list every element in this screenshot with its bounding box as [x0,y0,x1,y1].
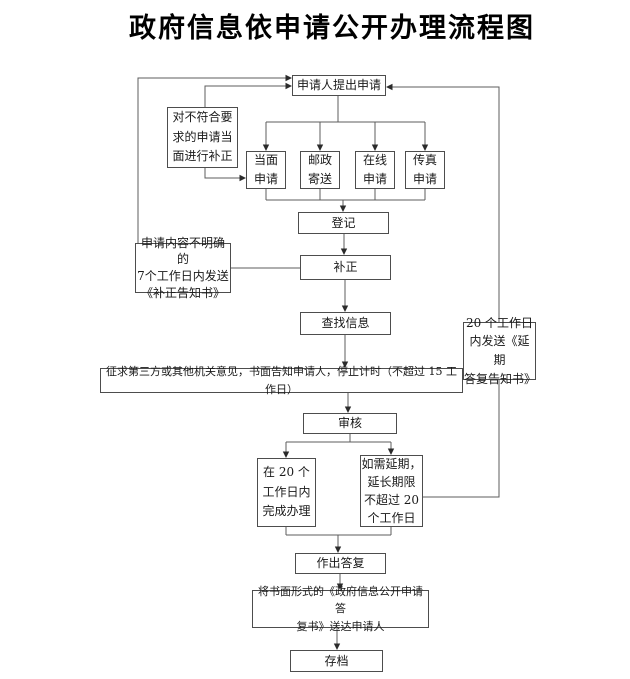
node-complete-within-20-days: 在 20 个 工作日内 完成办理 [257,458,316,527]
connector-correctonsite-feedback [204,85,286,107]
node-third-party-consultation: 征求第三方或其他机关意见，书面告知申请人，停止计时（不超过 15 工作日） [100,365,463,396]
connector-supplementnotice-feedback [137,77,289,243]
node-apply: 申请人提出申请 [292,75,386,96]
connector-arrowheads [239,74,429,650]
node-review: 审核 [303,413,397,434]
node-correct-onsite: 对不符合要 求的申请当 面进行补正 [167,107,238,168]
node-register: 登记 [298,212,389,234]
node-postal-delivery: 邮政 寄送 [300,151,340,189]
connector-correctonsite-to-inperson [204,168,242,179]
flowchart-title: 政府信息依申请公开办理流程图 [129,13,535,44]
node-extension: 如需延期， 延长期限 不超过 20 个工作日 [360,455,423,527]
node-extension-notice: 20 个工作日 内发送《延期 答复告知书》 [463,315,537,386]
node-supplement: 补正 [300,255,391,280]
connector-apply-to-channels [265,96,426,148]
node-fax-application: 传真 申请 [405,151,445,189]
node-make-reply: 作出答复 [295,553,386,574]
connector-lines [137,77,500,647]
node-supplement-notice: 申请内容不明确的 7个工作日内发送 《补正告知书》 [135,236,231,300]
node-search-information: 查找信息 [300,312,391,335]
connector-review-branches [285,434,392,455]
node-archive: 存档 [290,650,383,672]
node-deliver-reply: 将书面形式的《政府信息公开申请答 复书》送达申请人 [252,585,429,633]
connector-branches-to-reply [285,527,392,550]
connector-channels-to-register [265,189,426,209]
connector-extension-loop [390,86,500,498]
node-online-application: 在线 申请 [355,151,395,189]
node-in-person-application: 当面 申请 [246,151,286,189]
